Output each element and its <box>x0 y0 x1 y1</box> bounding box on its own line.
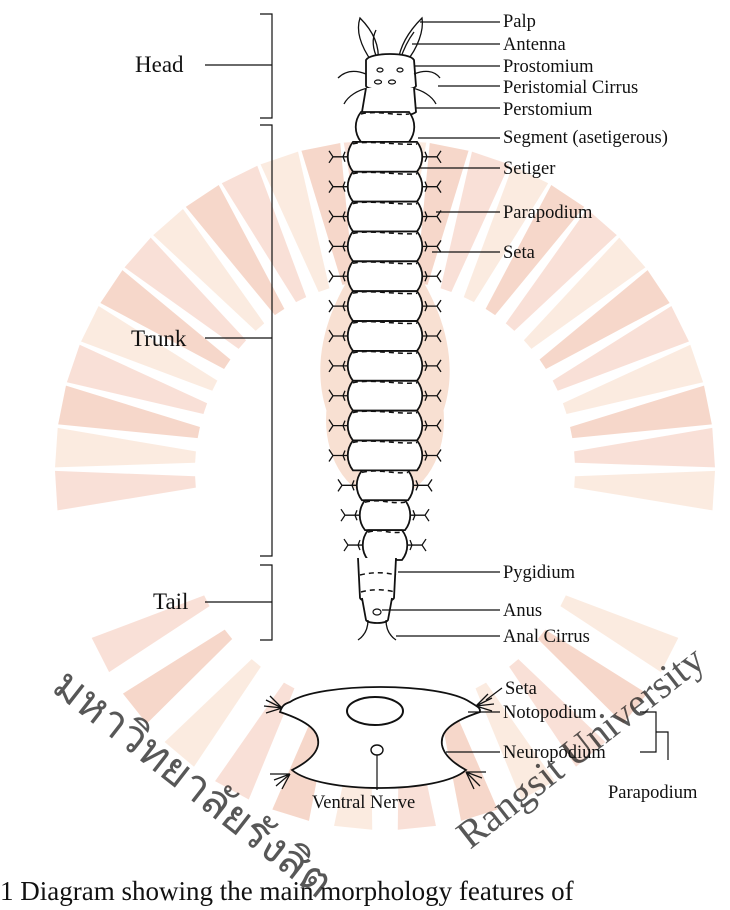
label-segment: Segment (asetigerous) <box>503 128 668 148</box>
trunk-segment <box>348 411 423 441</box>
trunk-segment <box>348 441 423 471</box>
label-prostomium: Prostomium <box>503 57 594 77</box>
anus <box>373 609 381 615</box>
parapodium-icon <box>411 509 429 521</box>
label-setiger: Setiger <box>503 159 555 179</box>
label-pygidium: Pygidium <box>503 563 576 583</box>
peristomial-cirrus-right <box>414 71 440 78</box>
trunk-segment <box>348 172 423 202</box>
xs-label-parapodium: Parapodium <box>608 783 698 803</box>
label-parapodium: Parapodium <box>503 203 593 223</box>
label-anal-cirrus: Anal Cirrus <box>503 627 590 647</box>
region-tail-label: Tail <box>153 589 188 614</box>
label-antenna: Antenna <box>503 35 566 55</box>
trunk-segment <box>348 231 423 261</box>
label-palp: Palp <box>503 12 536 32</box>
parapodium-icon <box>414 479 432 491</box>
ventral-nerve <box>371 745 383 755</box>
pygidium <box>358 558 396 603</box>
label-anus: Anus <box>503 601 542 621</box>
parapodium-icon <box>341 509 359 521</box>
anal-cirrus <box>358 620 368 640</box>
xs-label-notopodium: Notopodium <box>503 703 597 723</box>
watermark-ray <box>55 471 196 510</box>
trunk-segment <box>363 530 408 560</box>
trunk-segment <box>348 381 423 411</box>
trunk-segment <box>348 321 423 351</box>
gut <box>347 697 403 725</box>
anal-cirrus <box>386 620 396 640</box>
label-seta: Seta <box>503 243 535 263</box>
trunk-segment <box>360 500 411 530</box>
parapodium-icon <box>344 539 362 551</box>
trunk-segment <box>356 112 415 142</box>
parapodium-icon <box>329 270 347 282</box>
xs-label-ventral-nerve: Ventral Nerve <box>312 793 415 813</box>
xs-label-neuropodium: Neuropodium <box>503 743 606 763</box>
trunk-segment <box>348 261 423 291</box>
parapodium-icon <box>423 270 441 282</box>
trunk-segment <box>348 351 423 381</box>
trunk-segment <box>348 291 423 321</box>
trunk-segment <box>357 470 414 500</box>
parapodium-icon <box>408 539 426 551</box>
trunk-segment <box>348 142 423 172</box>
worm-trunk <box>329 112 441 560</box>
xs-label-seta: Seta <box>505 679 537 699</box>
watermark-ray <box>574 471 715 510</box>
region-head-label: Head <box>135 52 184 77</box>
parapodium-icon <box>338 479 356 491</box>
peristomial-cirrus-left <box>338 71 366 78</box>
label-perstomium: Perstomium <box>503 100 593 120</box>
label-peristomial-cirrus: Peristomial Cirrus <box>503 78 638 98</box>
prostomium <box>366 54 416 91</box>
worm-tail <box>358 558 396 640</box>
region-trunk-label: Trunk <box>131 326 187 351</box>
caption-fragment: 1 Diagram showing the main morphology fe… <box>0 876 574 906</box>
worm-head <box>338 18 440 117</box>
trunk-segment <box>348 202 423 232</box>
